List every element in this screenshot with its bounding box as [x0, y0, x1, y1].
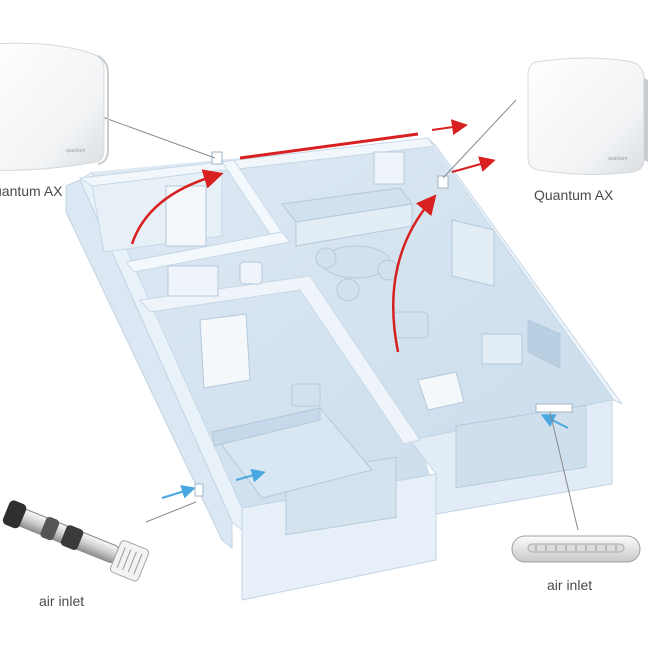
- intake-arrow-bedroom-inside: [235, 468, 266, 483]
- exhaust-duct: [239, 132, 419, 160]
- air-inlet-grille-device: [511, 535, 641, 563]
- leader-inlet-right: [549, 411, 579, 531]
- fan-right-badge: quantum: [608, 156, 627, 162]
- quantum-ax-fan-left: quantum: [0, 42, 109, 171]
- exhaust-curve-living: [392, 194, 437, 353]
- air-inlet-tube-device: [2, 500, 150, 582]
- leader-lines: [93, 99, 579, 531]
- fan-left-badge: quantum: [66, 148, 85, 154]
- outer-walls: [65, 137, 623, 601]
- label-air-inlet-right: air inlet: [547, 577, 593, 593]
- leader-inlet-left: [145, 501, 197, 523]
- leader-fan-left: [93, 113, 216, 159]
- label-quantum-ax-left: uantum AX: [0, 183, 63, 199]
- quantum-ax-fan-right: quantum: [527, 57, 648, 176]
- intake-arrow-bedroom-outside: [161, 485, 196, 499]
- label-quantum-ax-right: Quantum AX: [534, 187, 614, 203]
- exhaust-arrow-right: [451, 156, 496, 173]
- leader-fan-right: [442, 99, 517, 179]
- label-air-inlet-left: air inlet: [39, 593, 85, 609]
- exhaust-arrow-top: [431, 119, 468, 136]
- exhaust-curve-bathroom: [130, 169, 224, 245]
- exhaust-flow: [130, 119, 496, 353]
- wall-fan-markers: [194, 151, 573, 497]
